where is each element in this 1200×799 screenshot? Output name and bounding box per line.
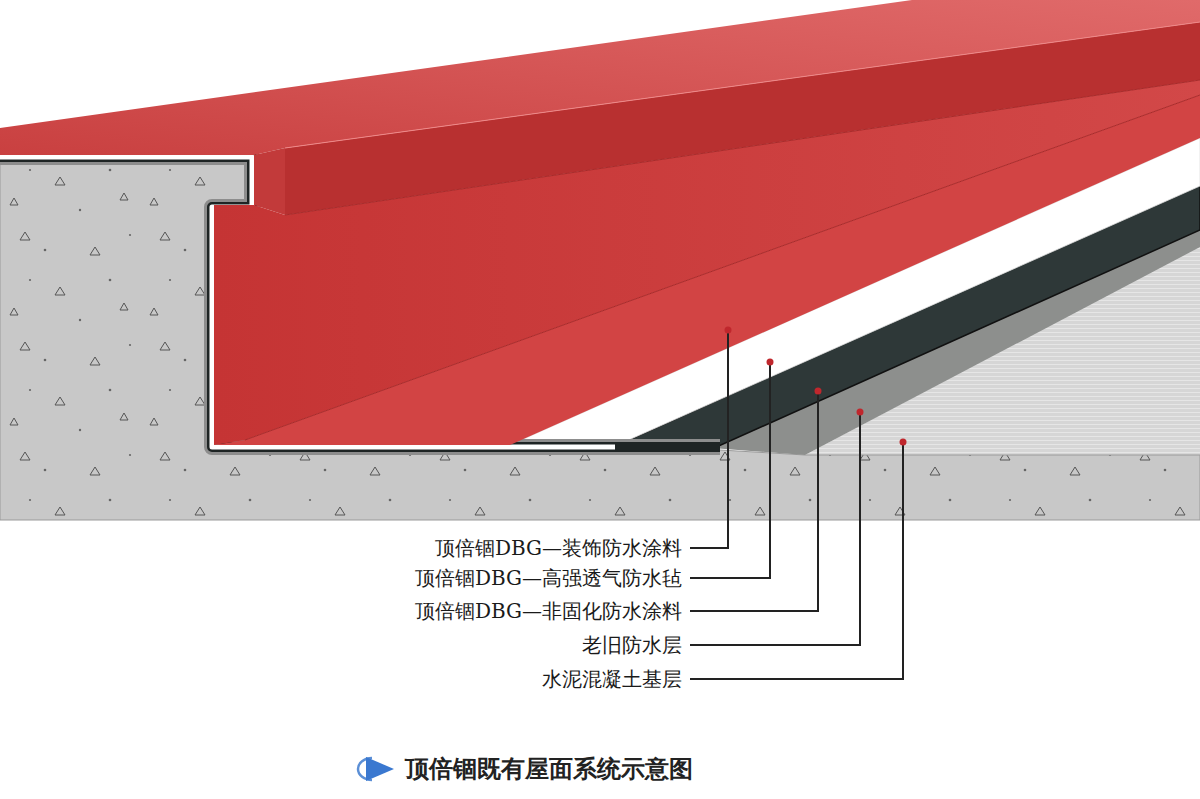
roof-section	[0, 0, 1200, 520]
layer-label: 顶倍锢DBG—高强透气防水毡	[415, 566, 682, 590]
leader-line	[690, 442, 903, 679]
leader-line	[690, 330, 728, 548]
red-step	[254, 148, 285, 215]
edge-line	[285, 80, 1200, 215]
edge-line	[245, 95, 1200, 440]
edge-line	[285, 22, 1200, 148]
leader-dot	[725, 327, 732, 334]
caption-icon	[358, 757, 394, 781]
leader-line	[690, 412, 860, 645]
leader-line	[690, 362, 770, 578]
layer-label: 顶倍锢DBG—装饰防水涂料	[435, 536, 682, 560]
leader-dots	[725, 327, 907, 446]
leader-dot	[767, 359, 774, 366]
red-ledge-top	[0, 0, 1200, 155]
leader-dot	[815, 388, 822, 395]
layer-label: 顶倍锢DBG—非固化防水涂料	[415, 599, 682, 623]
caption: 顶倍锢既有屋面系统示意图	[405, 755, 693, 784]
leader-lines	[690, 330, 903, 679]
icon-arrow	[366, 757, 394, 781]
leader-dot	[900, 439, 907, 446]
layer-label: 老旧防水层	[582, 633, 682, 657]
leader-line	[690, 391, 818, 611]
layer-label: 水泥混凝土基层	[542, 667, 682, 691]
leader-dot	[857, 409, 864, 416]
